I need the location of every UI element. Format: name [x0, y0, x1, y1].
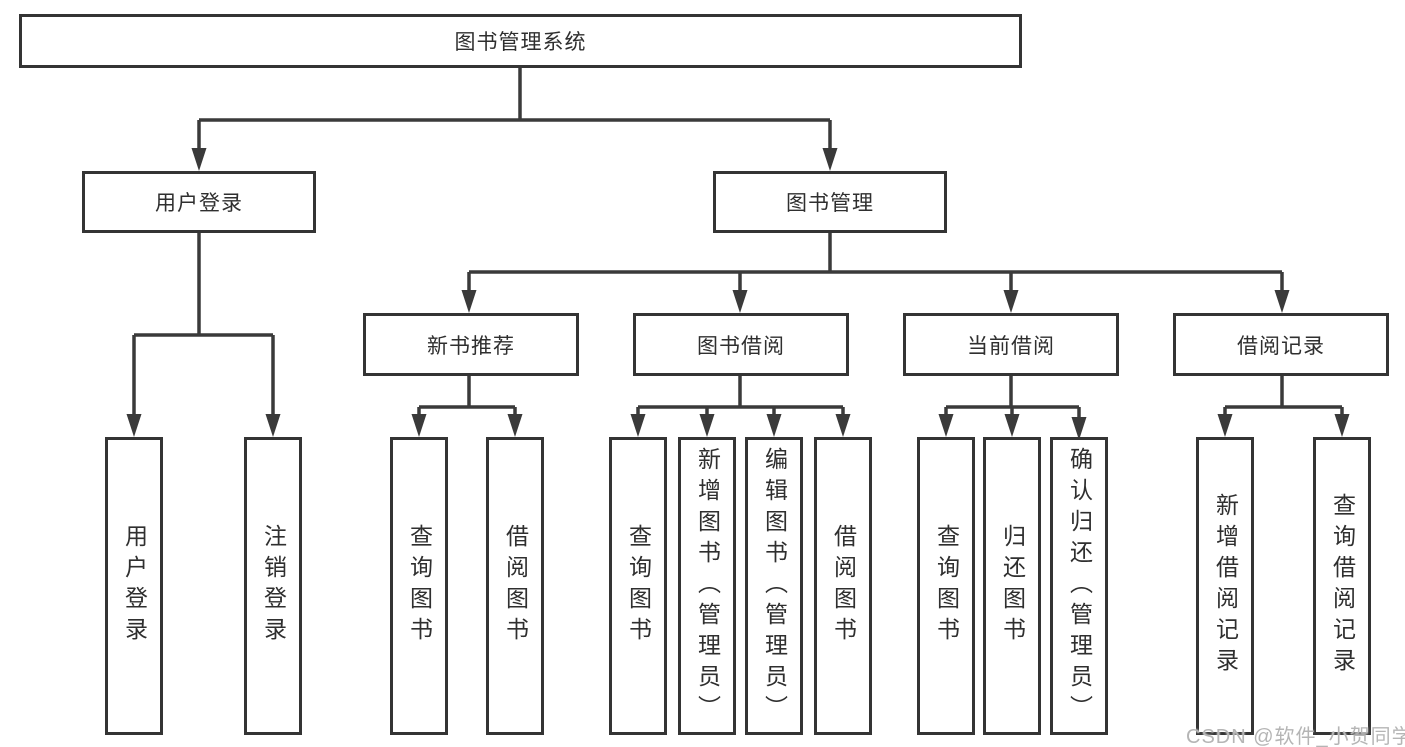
arrowhead	[411, 414, 427, 437]
arrowhead	[732, 290, 748, 313]
node-book-management: 图书管理	[713, 171, 947, 233]
leaf-return-books: 归还图书	[983, 437, 1041, 735]
node-library-management-system: 图书管理系统	[19, 14, 1022, 68]
leaf-add-borrow-record: 新增借阅记录	[1196, 437, 1254, 735]
node-label: 用户登录	[155, 192, 243, 215]
node-label: 图书借阅	[697, 334, 785, 358]
connector-userlogin-to-leaves	[132, 233, 275, 419]
node-label: 图书管理系统	[454, 31, 587, 54]
node-current-borrow: 当前借阅	[903, 313, 1119, 376]
arrowhead	[461, 290, 477, 313]
node-label: 用户登录	[121, 524, 148, 648]
node-label: 查询图书	[406, 524, 433, 648]
node-label: 查询借阅记录	[1329, 493, 1356, 679]
connector-borrowrecord-to-leaves	[1223, 376, 1344, 419]
arrowheads	[126, 148, 1350, 440]
node-label: 确认归还（管理员）	[1066, 446, 1093, 726]
arrowhead	[1217, 414, 1233, 437]
arrowhead	[835, 414, 851, 437]
leaf-query-books-borrow: 查询图书	[609, 437, 667, 735]
arrowhead	[630, 414, 646, 437]
node-label: 新书推荐	[427, 334, 515, 358]
leaf-logout: 注销登录	[244, 437, 302, 735]
arrowhead	[699, 414, 715, 437]
arrowhead	[1274, 290, 1290, 313]
connector-root-to-level2	[197, 68, 832, 153]
leaf-confirm-return-admin: 确认归还（管理员）	[1050, 437, 1108, 735]
arrowhead	[265, 414, 281, 437]
leaf-query-borrow-record: 查询借阅记录	[1313, 437, 1371, 735]
leaf-borrow-books-recommend: 借阅图书	[486, 437, 544, 735]
watermark: CSDN @软件_小贺同学	[1186, 726, 1405, 747]
node-label: 查询图书	[933, 524, 960, 648]
leaf-query-books-recommend: 查询图书	[390, 437, 448, 735]
node-label: 新增图书（管理员）	[694, 446, 721, 726]
arrowhead	[938, 414, 954, 437]
arrowhead	[126, 414, 142, 437]
node-new-book-recommend: 新书推荐	[363, 313, 579, 376]
node-label: 借阅图书	[502, 524, 529, 648]
leaf-query-books-current: 查询图书	[917, 437, 975, 735]
connector-bookborrow-to-leaves	[636, 376, 845, 419]
leaf-borrow-books: 借阅图书	[814, 437, 872, 735]
connector-currentborrow-to-leaves	[944, 376, 1081, 419]
node-label: 查询图书	[625, 524, 652, 648]
leaf-add-books-admin: 新增图书（管理员）	[678, 437, 736, 735]
node-label: 新增借阅记录	[1212, 493, 1239, 679]
node-label: 注销登录	[260, 524, 287, 648]
node-label: 当前借阅	[967, 334, 1055, 358]
arrowhead	[822, 148, 838, 171]
node-label: 归还图书	[999, 524, 1026, 648]
leaf-user-login: 用户登录	[105, 437, 163, 735]
node-label: 图书管理	[786, 192, 874, 215]
arrowhead	[1003, 290, 1019, 313]
node-label: 编辑图书（管理员）	[761, 446, 788, 726]
leaf-edit-books-admin: 编辑图书（管理员）	[745, 437, 803, 735]
arrowhead	[1004, 414, 1020, 437]
connector-newbook-to-leaves	[417, 376, 517, 419]
arrowhead	[191, 148, 207, 171]
arrowhead	[507, 414, 523, 437]
arrowhead	[1071, 417, 1087, 440]
node-book-borrow: 图书借阅	[633, 313, 849, 376]
node-label: 借阅记录	[1237, 334, 1325, 358]
node-borrow-records: 借阅记录	[1173, 313, 1389, 376]
connector-bookmgmt-to-level3	[467, 233, 1284, 295]
node-user-login: 用户登录	[82, 171, 316, 233]
node-label: 借阅图书	[830, 524, 857, 648]
arrowhead	[1334, 414, 1350, 437]
arrowhead	[766, 414, 782, 437]
